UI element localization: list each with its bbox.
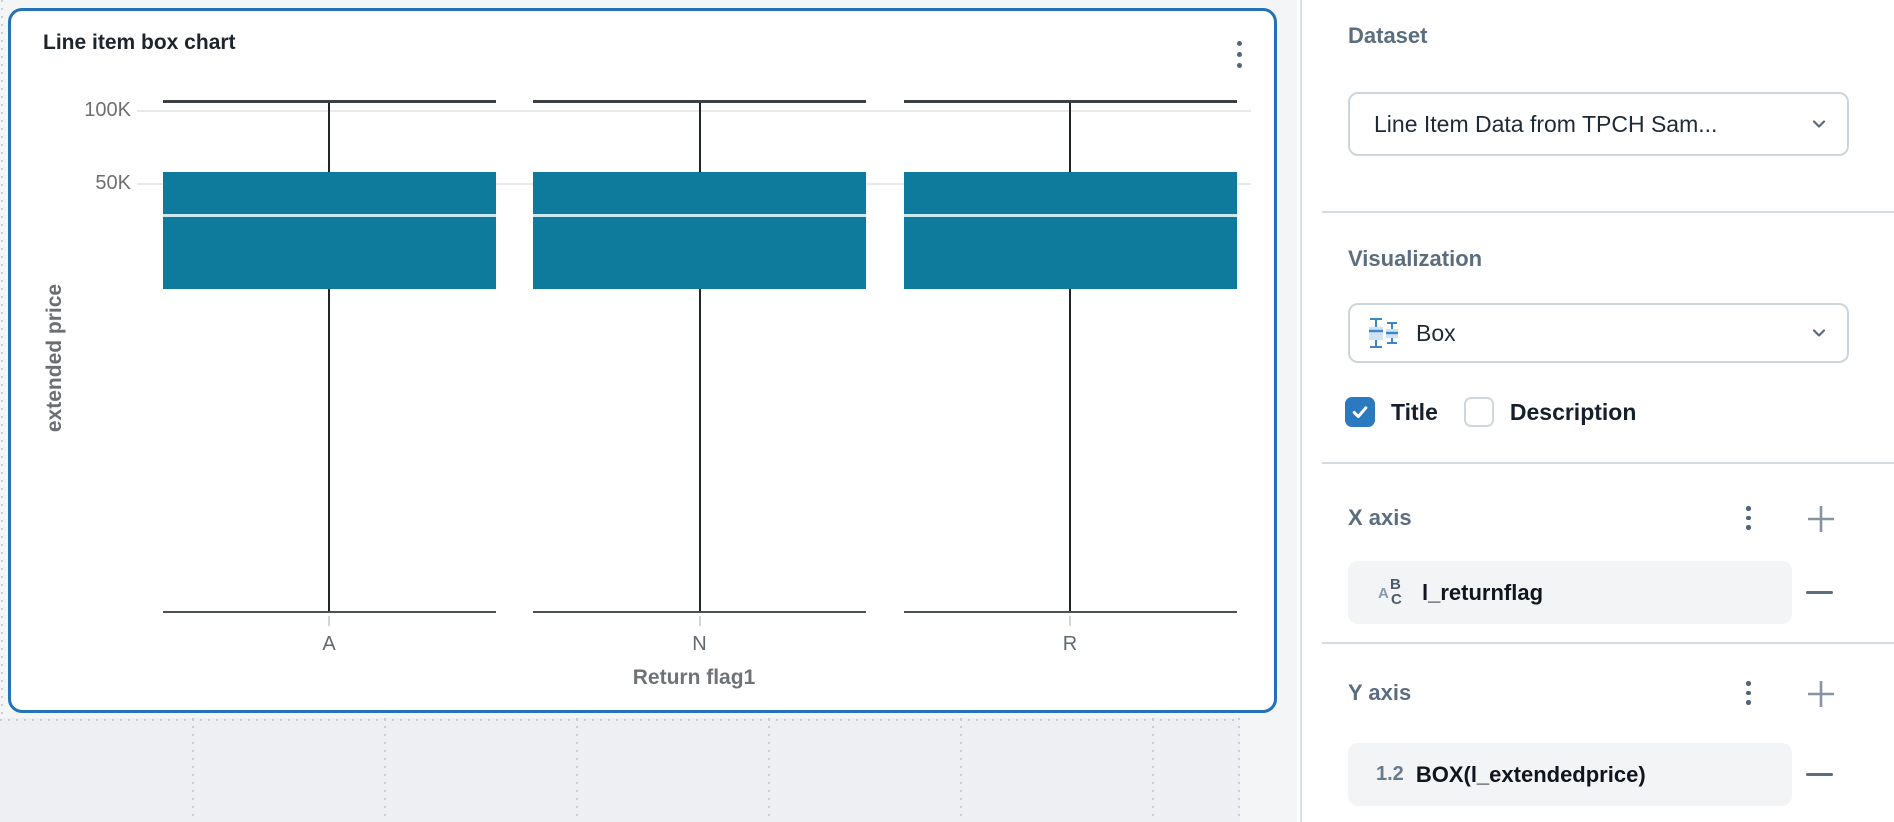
x-axis-tick (698, 616, 701, 626)
numeric-type-icon: 1.2 (1376, 763, 1404, 785)
settings-panel: Dataset Line Item Data from TPCH Sam... … (1300, 0, 1894, 822)
x-category-label: N (692, 633, 707, 655)
section-divider (1322, 642, 1894, 644)
visualization-selected-value: Box (1416, 319, 1456, 346)
y-axis-menu-kebab-icon[interactable] (1746, 681, 1751, 705)
min-whisker-cap (533, 610, 866, 614)
canvas-grid-line (384, 718, 386, 822)
y-axis-field-name: BOX(l_extendedprice) (1415, 761, 1646, 787)
upper-whisker (328, 101, 330, 173)
canvas-grid-area (0, 718, 1240, 822)
x-axis-field-pill[interactable]: A B C l_returnflag (1348, 561, 1792, 624)
x-axis-tick (328, 616, 330, 626)
canvas-grid-line (192, 718, 194, 822)
check-icon (1352, 406, 1368, 419)
median-line (903, 214, 1237, 218)
x-axis-menu-kebab-icon[interactable] (1746, 506, 1751, 530)
y-axis-title: extended price (43, 283, 66, 433)
description-checkbox[interactable] (1463, 397, 1494, 427)
chevron-down-icon (1812, 120, 1826, 128)
box-R[interactable] (903, 172, 1237, 289)
y-gridline (137, 110, 1251, 112)
box-plot-area: extended price Return flag1 100K 50K A N R (11, 11, 1274, 710)
title-checkbox-label: Title (1391, 398, 1438, 425)
x-axis-heading: X axis (1348, 505, 1412, 530)
x-axis-field-name: l_returnflag (1422, 579, 1544, 605)
y-axis-add-button[interactable] (1805, 678, 1837, 710)
box-chart-icon (1369, 318, 1398, 348)
section-divider (1322, 462, 1894, 464)
min-whisker-cap (162, 610, 496, 614)
canvas-grid-line (1, 0, 3, 822)
x-category-label: R (1062, 633, 1078, 655)
lower-whisker (1069, 288, 1071, 612)
visualization-heading: Visualization (1348, 246, 1483, 271)
y-axis-heading: Y axis (1348, 680, 1412, 705)
chevron-down-icon (1812, 329, 1826, 337)
dataset-heading: Dataset (1348, 23, 1428, 48)
lower-whisker (698, 288, 701, 612)
x-axis-tick (1069, 616, 1071, 626)
x-axis-add-button[interactable] (1805, 503, 1837, 535)
max-whisker-cap (162, 100, 496, 104)
box-N[interactable] (533, 172, 866, 289)
upper-whisker (698, 101, 701, 173)
box-A[interactable] (162, 172, 496, 289)
x-axis-title: Return flag1 (632, 666, 756, 689)
canvas-grid-line (576, 718, 578, 822)
max-whisker-cap (903, 100, 1237, 104)
canvas-grid-line (960, 718, 962, 822)
y-tick-label: 50K (95, 172, 131, 194)
y-tick-label: 100K (84, 99, 131, 121)
chart-card[interactable]: Line item box chart extended price Retur… (8, 8, 1277, 713)
y-axis-field-pill[interactable]: 1.2 BOX(l_extendedprice) (1348, 743, 1792, 806)
canvas-grid-line (1238, 718, 1240, 822)
description-checkbox-label: Description (1509, 398, 1637, 425)
canvas-grid-line (1152, 718, 1154, 822)
title-checkbox[interactable] (1345, 397, 1375, 427)
lower-whisker (328, 288, 330, 612)
canvas-grid-line (768, 718, 770, 822)
dashboard-canvas: Line item box chart extended price Retur… (0, 0, 1297, 822)
section-divider (1322, 211, 1894, 213)
canvas-grid-line (0, 719, 1240, 721)
upper-whisker (1069, 101, 1071, 173)
chart-menu-kebab-icon[interactable] (1237, 41, 1242, 68)
chart-title: Line item box chart (43, 31, 236, 54)
dataset-selected-value: Line Item Data from TPCH Sam... (1374, 110, 1718, 137)
max-whisker-cap (533, 100, 866, 104)
text-type-icon: A B C (1378, 575, 1402, 608)
y-axis-remove-button[interactable] (1806, 773, 1833, 776)
min-whisker-cap (903, 610, 1237, 614)
median-line (162, 214, 496, 218)
visualization-select[interactable]: Box (1348, 303, 1849, 363)
dataset-select[interactable]: Line Item Data from TPCH Sam... (1348, 92, 1849, 156)
median-line (533, 214, 866, 218)
x-axis-remove-button[interactable] (1806, 591, 1833, 594)
x-category-label: A (322, 633, 336, 655)
